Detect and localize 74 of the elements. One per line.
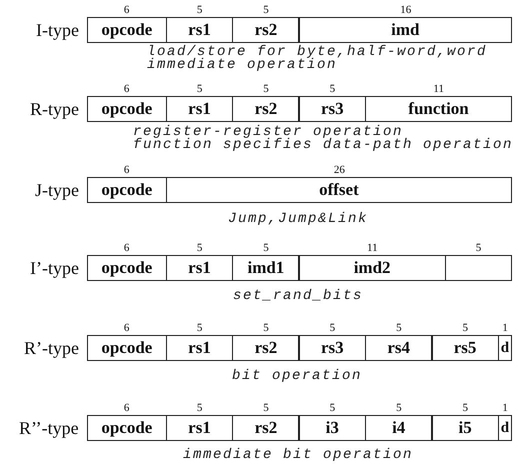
instruction-field: i3: [298, 415, 366, 441]
instruction-field: rs4: [365, 335, 432, 361]
format-description: function specifies data-path operation: [133, 138, 514, 152]
bit-width: 5: [196, 84, 202, 95]
format-description: load/store for byte,half-word,word: [147, 45, 488, 59]
instruction-field: imd2: [298, 255, 446, 281]
bit-width: 5: [462, 323, 468, 334]
instruction-field: rs1: [166, 255, 234, 281]
bit-width: 5: [330, 403, 336, 414]
format-name: R’’-type: [19, 418, 79, 438]
bit-width: 5: [263, 84, 269, 95]
instruction-field: i4: [365, 415, 432, 441]
bit-width: 11: [367, 243, 378, 254]
bit-width: 26: [334, 165, 345, 176]
bit-width: 5: [263, 243, 269, 254]
bit-width: 6: [124, 5, 130, 16]
instruction-field: offset: [166, 177, 512, 203]
instruction-field: i5: [432, 415, 499, 441]
bit-width: 6: [124, 323, 130, 334]
bit-width: 6: [124, 243, 130, 254]
instruction-field: rs3: [298, 96, 366, 122]
instruction-field: rs3: [298, 335, 366, 361]
format-description: bit operation: [232, 369, 362, 383]
instruction-field: rs1: [166, 335, 234, 361]
instruction-field: rs1: [166, 17, 234, 43]
bit-width: 5: [396, 403, 402, 414]
instruction-field: opcode: [87, 335, 167, 361]
bit-width: 6: [124, 84, 130, 95]
instruction-field: opcode: [87, 177, 167, 203]
instruction-field: rs2: [232, 415, 300, 441]
instruction-field: opcode: [87, 17, 167, 43]
format-name: R-type: [30, 99, 79, 119]
empty-field: [444, 255, 512, 281]
bit-width: 1: [502, 403, 508, 414]
instruction-field: opcode: [87, 415, 167, 441]
format-description: immediate bit operation: [183, 448, 414, 462]
bit-width: 6: [124, 165, 130, 176]
format-name: J-type: [35, 180, 79, 200]
instruction-field: rs1: [166, 415, 234, 441]
bit-width: 5: [330, 323, 336, 334]
bit-width: 5: [196, 403, 202, 414]
bit-width: 16: [400, 5, 412, 16]
bit-width: 11: [433, 84, 444, 95]
bit-width: 1: [502, 323, 508, 334]
bit-width: 5: [196, 243, 202, 254]
instruction-field: imd1: [232, 255, 300, 281]
bit-width: 5: [330, 84, 336, 95]
instruction-field: rs5: [432, 335, 499, 361]
instruction-field: function: [365, 96, 512, 122]
instruction-field: imd: [298, 17, 512, 43]
bit-width: 5: [263, 403, 269, 414]
format-description: register-register operation: [133, 125, 404, 139]
instruction-field: rs2: [232, 96, 300, 122]
instruction-field: opcode: [87, 255, 167, 281]
bit-width: 5: [196, 5, 202, 16]
bit-width: 5: [263, 323, 269, 334]
format-name: R’-type: [24, 338, 79, 358]
format-name: I-type: [36, 20, 79, 40]
instruction-field: opcode: [87, 96, 167, 122]
instruction-field: rs2: [232, 17, 300, 43]
instruction-field: rs1: [166, 96, 234, 122]
instruction-field: d: [498, 335, 512, 361]
format-name: I’-type: [30, 258, 79, 278]
bit-width: 5: [396, 323, 402, 334]
format-description: Jump,Jump&Link: [228, 212, 368, 226]
instruction-field: d: [498, 415, 512, 441]
bit-width: 5: [462, 403, 468, 414]
bit-width: 5: [263, 5, 269, 16]
instruction-field: rs2: [232, 335, 300, 361]
bit-width: 5: [476, 243, 482, 254]
format-description: set_rand_bits: [233, 289, 364, 303]
format-description: immediate operation: [147, 58, 338, 72]
bit-width: 5: [196, 323, 202, 334]
bit-width: 6: [124, 403, 130, 414]
